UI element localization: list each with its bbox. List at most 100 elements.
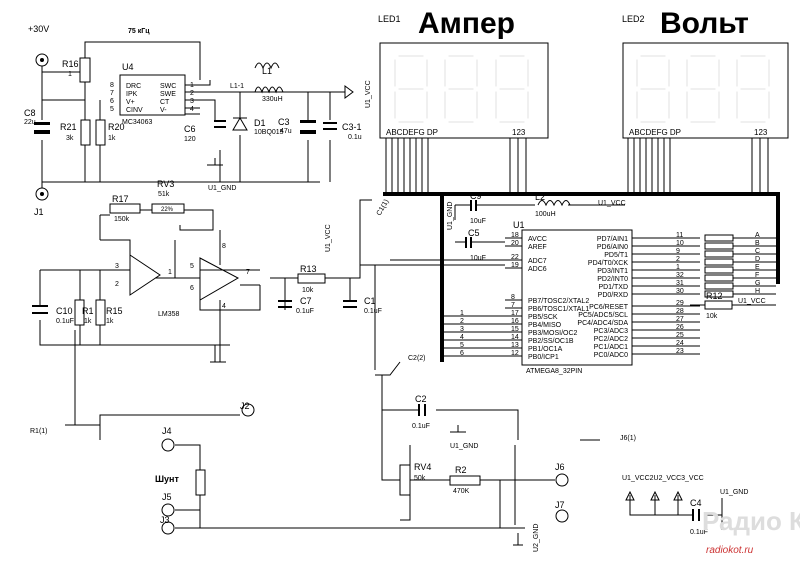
opamp-a [129, 254, 161, 296]
c3-val: 47u [280, 128, 292, 135]
vcc-arrows [625, 490, 683, 501]
l1-ref: L1 [262, 66, 272, 76]
mcu-pin-num: 25 [676, 332, 684, 339]
c31-val: 0.1u [348, 134, 362, 141]
r17-val: 150k [114, 216, 130, 223]
d1-val: 10BQ015 [254, 129, 284, 136]
j-supply-dot [40, 58, 44, 62]
c4-plate [692, 509, 694, 521]
gnd-label-1: U1_GND [208, 185, 236, 192]
op-pin3: 3 [115, 263, 119, 270]
mcu-pin-num: 28 [676, 308, 684, 315]
mcu-pin-num: 16 [511, 318, 519, 325]
c1-val: 0.1uF [364, 308, 382, 315]
r15-body [95, 299, 106, 326]
r20-body [95, 119, 106, 146]
vcc-row-label: U1_VCC2U2_VCC3_VCC [622, 475, 704, 482]
c6-val: 120 [184, 136, 196, 143]
r2-body [449, 475, 481, 486]
rv4-body [399, 464, 411, 496]
c1-ref: C1 [364, 296, 376, 306]
op-pin1: 1 [168, 269, 172, 276]
bus-num: 3 [460, 326, 464, 333]
mcu-pin-label: PB1/OC1A [528, 346, 563, 353]
c6-plate2 [214, 126, 226, 128]
mcu-pin-label: PD7/AIN1 [597, 236, 628, 243]
vcc-net-1: U1_VCC [365, 80, 372, 108]
shunt-label: Шунт [155, 474, 179, 484]
u4-pin-label: DRC [126, 83, 141, 90]
mcu-pin-num: 29 [676, 300, 684, 307]
r13-val: 10k [302, 287, 314, 294]
gnd-symbol-1 [207, 158, 223, 166]
bus-num: 6 [460, 350, 464, 357]
led1-label: LED1 [378, 14, 401, 24]
segment-letter: E [755, 264, 760, 271]
mcu-pin-num: 14 [511, 334, 519, 341]
mcu-pin-label: PC6/RESET [589, 304, 629, 311]
mcu-pin-num: 18 [511, 232, 519, 239]
mcu-pin-label: ADC6 [528, 266, 547, 273]
gnd-label-2: U1_GND [450, 443, 478, 450]
c3-plate2 [300, 130, 316, 134]
mcu-pin-label: PB0/ICP1 [528, 354, 559, 361]
gnd-label-3: U1_GND [720, 489, 748, 496]
c5-plate2 [470, 237, 472, 248]
mcu-pin-label: PB7/TOSC2/XTAL2 [528, 298, 589, 305]
j2-terminal [241, 403, 255, 417]
segment-resistor [704, 282, 734, 290]
r2-ref: R2 [455, 465, 467, 475]
mcu-pin-label: PD0/RXD [598, 292, 628, 299]
mcu-pin-num: 22 [511, 254, 519, 261]
mcu-pin-label: AVCC [528, 236, 547, 243]
r17-ref: R17 [112, 194, 129, 204]
measure-section: J2 J4 J5 J3 Шунт R1(1) C2(2) C2 0.1uF U1… [30, 330, 800, 556]
mcu-pin-label: PD6/AIN0 [597, 244, 628, 251]
segment-letter: H [755, 288, 760, 295]
j1-dot [40, 192, 44, 196]
led2-digits [636, 55, 770, 123]
c9-val: 10uF [470, 218, 486, 225]
mcu-pin-label: PD4/T0/XCK [588, 260, 628, 267]
c10-val: 0.1uF [56, 318, 74, 325]
mcu-pin-num: 24 [676, 340, 684, 347]
u1-body [521, 229, 633, 366]
c10-plate [32, 305, 48, 307]
u1-part: ATMEGA8_32PIN [526, 368, 582, 375]
r1-body [74, 299, 85, 326]
display-pins [385, 138, 769, 194]
mcu-pin-num: 1 [676, 264, 680, 271]
rv3-pct: 22% [161, 207, 174, 213]
mcu-pin-num: 32 [676, 272, 684, 279]
c9-plate [470, 200, 472, 211]
u4-pin-num: 5 [110, 106, 114, 113]
r1-val: 1k [84, 318, 92, 325]
r21-val: 3k [66, 135, 74, 142]
j3-label: J3 [160, 515, 170, 525]
c8-plate [34, 122, 50, 125]
u4-pin-num: 1 [190, 82, 194, 89]
c9-plate2 [475, 200, 477, 211]
r16-val: 1 [68, 71, 72, 78]
j5-terminal [161, 503, 175, 517]
r20-val: 1k [108, 135, 116, 142]
l1-net: L1-1 [230, 83, 244, 90]
led2-label: LED2 [622, 14, 645, 24]
c5-val: 10uF [470, 255, 486, 262]
c2-plate2 [424, 404, 426, 416]
vcc-arrow [344, 85, 354, 99]
segment-letter: D [755, 256, 760, 263]
mcu-pin-label: PC0/ADC0 [594, 352, 628, 359]
j5-label: J5 [162, 492, 172, 502]
r21-ref: R21 [60, 122, 77, 132]
segment-letter: F [755, 272, 759, 279]
c10-plate2 [32, 312, 48, 314]
mcu-pin-label: PD5/T1 [604, 252, 628, 259]
opamp-ref: LM358 [158, 311, 180, 318]
d1-diode [232, 117, 248, 131]
c5-ref: C5 [468, 228, 480, 238]
r12-ref: R12 [706, 291, 723, 301]
r16-ref: R16 [62, 59, 79, 69]
u1-ref: U1 [513, 220, 525, 230]
u4-pin-label: V- [160, 107, 167, 114]
